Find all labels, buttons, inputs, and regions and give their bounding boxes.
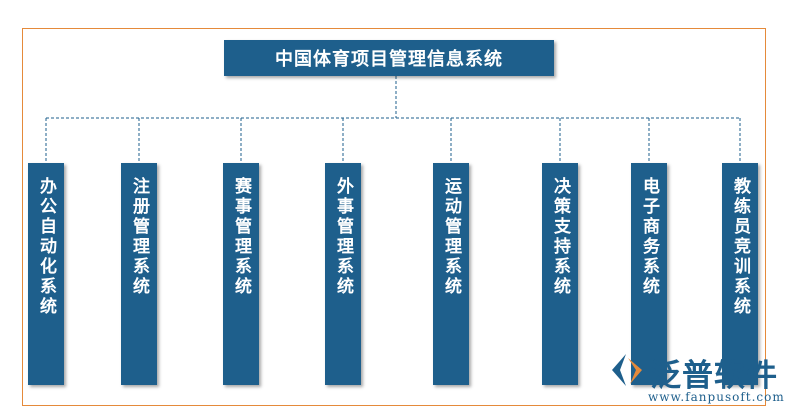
child-node-registration: 注册管理系统: [121, 163, 157, 385]
brand-url: www.fanpusoft.com: [648, 390, 785, 404]
watermark-logo: 泛普软件 www.fanpusoft.com: [606, 350, 796, 418]
diagram-frame: [22, 28, 766, 406]
child-node-coach-training: 教练员竞训系统: [722, 163, 758, 385]
child-node-foreign-affairs: 外事管理系统: [325, 163, 361, 385]
child-node-decision-support: 决策支持系统: [542, 163, 578, 385]
child-node-sports: 运动管理系统: [433, 163, 469, 385]
child-node-competition: 赛事管理系统: [223, 163, 259, 385]
child-node-office-automation: 办公自动化系统: [28, 163, 64, 385]
child-node-ecommerce: 电子商务系统: [631, 163, 667, 385]
brand-mark-icon: [612, 354, 642, 386]
brand-name: 泛普软件: [650, 358, 778, 394]
root-node: 中国体育项目管理信息系统: [224, 40, 554, 76]
